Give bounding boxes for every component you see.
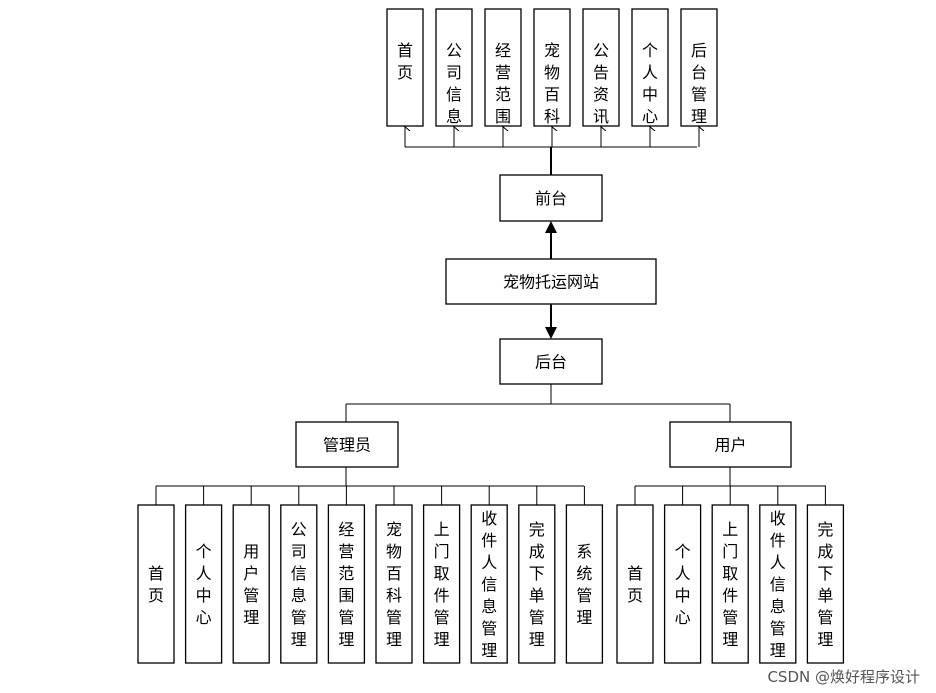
frontend-module-5: 个人中心 [631, 8, 669, 127]
node-role-user: 用户 [669, 421, 792, 468]
admin-module-9: 系统管理 [565, 504, 604, 664]
user-module-2-label: 上门取件管理 [722, 520, 738, 649]
admin-module-1-label: 个人中心 [196, 542, 212, 627]
admin-module-5: 宠物百科管理 [375, 504, 413, 664]
frontend-module-6-label: 后台管理 [691, 41, 707, 126]
node-role-user-label: 用户 [714, 436, 746, 455]
user-modules: 首页 个人中心 上门取件管理 收件人信息管理 完成下单管理 [616, 486, 845, 664]
frontend-module-1-label: 公司信息 [446, 41, 462, 126]
admin-module-5-label: 宠物百科管理 [386, 520, 402, 649]
node-root-label: 宠物托运网站 [503, 273, 599, 292]
user-module-4: 完成下单管理 [806, 504, 845, 664]
admin-module-6: 上门取件管理 [422, 504, 461, 664]
node-frontend-label: 前台 [535, 189, 567, 208]
watermark: CSDN @焕好程序设计 [767, 668, 920, 686]
admin-modules: 首页 个人中心 用户管理 公司信息管理 经营范围管理 宠物百科管理 上门取件管理 收件人信息管… [137, 486, 604, 664]
node-backend: 后台 [499, 338, 603, 385]
frontend-modules: 首页 公司信息 经营范围 宠物百科 公告资讯 个人中心 后台管理 [386, 8, 718, 147]
frontend-module-3-label: 宠物百科 [544, 41, 560, 126]
admin-module-1: 个人中心 [184, 504, 223, 664]
user-module-3: 收件人信息管理 [759, 504, 797, 664]
admin-module-7-label: 收件人信息管理 [481, 509, 497, 660]
admin-module-8-label: 完成下单管理 [529, 520, 545, 649]
user-module-0-label: 首页 [627, 564, 643, 605]
admin-module-9-label: 系统管理 [576, 542, 592, 627]
frontend-module-2-label: 经营范围 [495, 41, 511, 126]
frontend-module-4: 公告资讯 [582, 8, 620, 127]
admin-module-3: 公司信息管理 [280, 504, 318, 664]
frontend-module-4-label: 公告资讯 [593, 41, 609, 126]
frontend-module-6: 后台管理 [680, 8, 718, 127]
frontend-module-3: 宠物百科 [533, 8, 571, 127]
admin-module-0-label: 首页 [148, 564, 164, 605]
node-role-admin-label: 管理员 [323, 436, 371, 455]
frontend-module-1: 公司信息 [435, 8, 473, 127]
node-frontend: 前台 [499, 174, 603, 222]
user-module-4-label: 完成下单管理 [817, 520, 833, 649]
admin-module-7: 收件人信息管理 [470, 504, 508, 664]
admin-module-6-label: 上门取件管理 [434, 520, 450, 649]
admin-module-4: 经营范围管理 [327, 504, 366, 664]
frontend-module-2: 经营范围 [484, 8, 522, 127]
user-module-1: 个人中心 [663, 504, 702, 664]
frontend-module-0-label: 首页 [397, 41, 413, 82]
user-module-0: 首页 [616, 504, 654, 664]
admin-module-3-label: 公司信息管理 [291, 520, 307, 649]
admin-module-0: 首页 [137, 504, 175, 664]
user-module-3-label: 收件人信息管理 [770, 509, 786, 660]
frontend-module-0: 首页 [386, 8, 424, 127]
node-root: 宠物托运网站 [445, 258, 657, 305]
admin-module-8: 完成下单管理 [518, 504, 556, 664]
admin-module-2-label: 用户管理 [243, 542, 259, 627]
user-module-2: 上门取件管理 [711, 504, 749, 664]
admin-module-2: 用户管理 [232, 504, 270, 664]
user-module-1-label: 个人中心 [675, 542, 691, 627]
node-backend-label: 后台 [535, 353, 567, 372]
admin-module-4-label: 经营范围管理 [338, 520, 354, 649]
frontend-module-5-label: 个人中心 [642, 41, 658, 126]
node-role-admin: 管理员 [295, 421, 399, 468]
